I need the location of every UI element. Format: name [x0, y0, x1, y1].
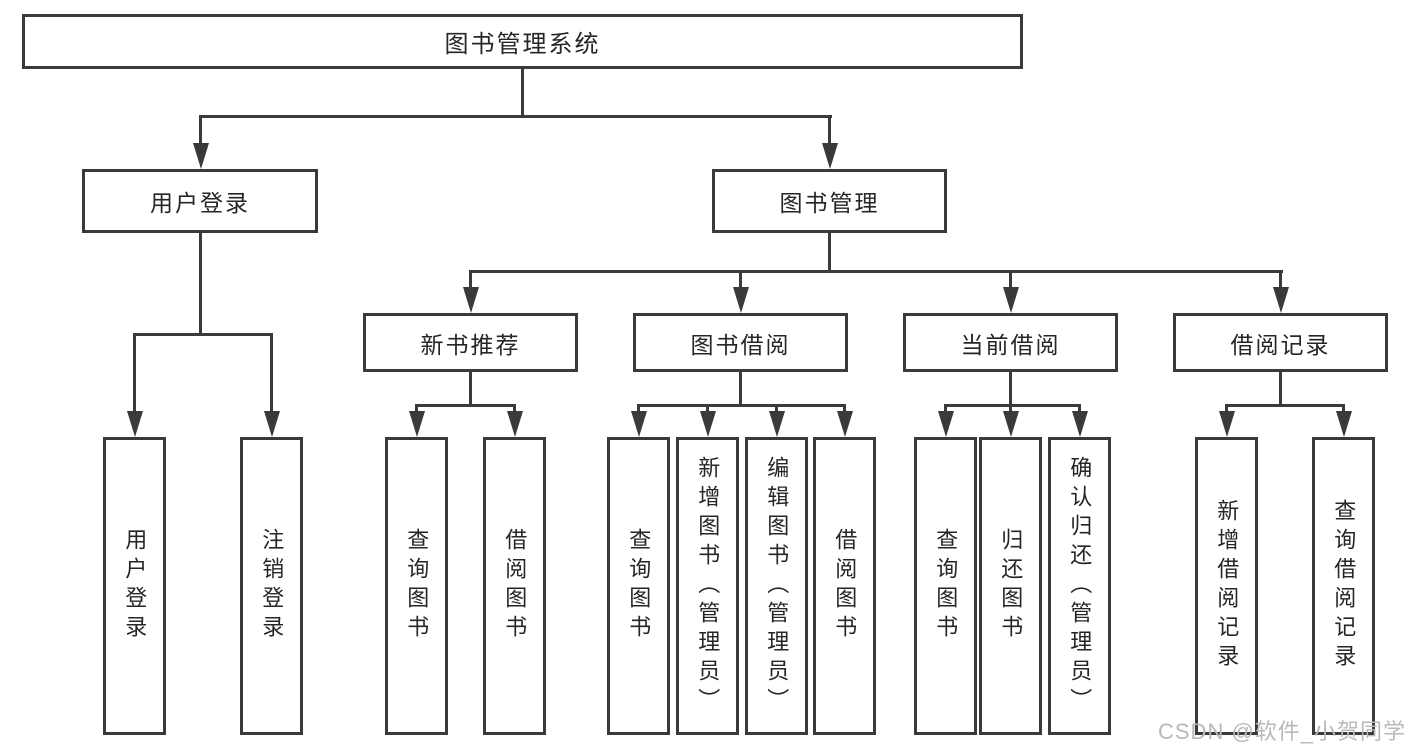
leaf-current-return-books: 归还图书 [979, 437, 1042, 735]
connector-line [1009, 270, 1012, 290]
leaf-newbooks-borrow-books: 借阅图书 [483, 437, 546, 735]
arrowhead-down-icon [507, 411, 523, 437]
connector-line [1342, 404, 1345, 416]
arrowhead-down-icon [1003, 287, 1019, 313]
connector-line [1225, 404, 1345, 407]
arrowhead-down-icon [1072, 411, 1088, 437]
leaf-records-add-record: 新增借阅记录 [1195, 437, 1258, 735]
connector-line [469, 372, 472, 407]
leaf-current-confirm-return-admin: 确认归还（管理员） [1048, 437, 1111, 735]
arrowhead-down-icon [700, 411, 716, 437]
connector-line [739, 372, 742, 407]
csdn-watermark: CSDN @软件_小贺同学 [1158, 719, 1405, 744]
connector-line [469, 270, 1283, 273]
connector-line [1078, 404, 1081, 416]
arrowhead-down-icon [631, 411, 647, 437]
connector-line [415, 404, 418, 416]
arrowhead-down-icon [1219, 411, 1235, 437]
leaf-logout: 注销登录 [240, 437, 303, 735]
connector-line [637, 404, 846, 407]
node-current-borrowing: 当前借阅 [903, 313, 1118, 372]
connector-line [1009, 372, 1012, 407]
leaf-records-query-record: 查询借阅记录 [1312, 437, 1375, 735]
connector-line [415, 404, 516, 407]
leaf-current-query-books: 查询图书 [914, 437, 977, 735]
node-book-borrowing: 图书借阅 [633, 313, 848, 372]
arrowhead-down-icon [1003, 411, 1019, 437]
connector-line [706, 404, 709, 416]
connector-line [944, 404, 947, 416]
arrowhead-down-icon [837, 411, 853, 437]
connector-line [199, 115, 202, 145]
arrowhead-down-icon [822, 143, 838, 169]
connector-line [828, 233, 831, 273]
node-new-book-recommend: 新书推荐 [363, 313, 578, 372]
arrowhead-down-icon [938, 411, 954, 437]
connector-line [1009, 404, 1012, 416]
connector-line [133, 333, 136, 413]
leaf-borrowing-edit-books-admin: 编辑图书（管理员） [745, 437, 808, 735]
connector-line [133, 333, 273, 336]
node-root-library-system: 图书管理系统 [22, 14, 1023, 69]
connector-line [513, 404, 516, 416]
connector-line [775, 404, 778, 416]
connector-line [1225, 404, 1228, 416]
arrowhead-down-icon [463, 287, 479, 313]
leaf-user-login: 用户登录 [103, 437, 166, 735]
arrowhead-down-icon [409, 411, 425, 437]
leaf-borrowing-borrow-books: 借阅图书 [813, 437, 876, 735]
connector-line [199, 115, 832, 118]
arrowhead-down-icon [1273, 287, 1289, 313]
leaf-newbooks-query-books: 查询图书 [385, 437, 448, 735]
connector-line [1279, 372, 1282, 407]
connector-line [739, 270, 742, 290]
connector-line [199, 233, 202, 335]
node-user-login: 用户登录 [82, 169, 318, 233]
arrowhead-down-icon [1336, 411, 1352, 437]
leaf-borrowing-query-books: 查询图书 [607, 437, 670, 735]
arrowhead-down-icon [127, 411, 143, 437]
arrowhead-down-icon [193, 143, 209, 169]
leaf-borrowing-add-books-admin: 新增图书（管理员） [676, 437, 739, 735]
connector-line [637, 404, 640, 416]
connector-line [828, 115, 831, 145]
connector-line [843, 404, 846, 416]
node-borrowing-records: 借阅记录 [1173, 313, 1388, 372]
connector-line [1279, 270, 1282, 290]
arrowhead-down-icon [264, 411, 280, 437]
connector-line [944, 404, 1081, 407]
connector-line [270, 333, 273, 413]
arrowhead-down-icon [769, 411, 785, 437]
connector-line [469, 270, 472, 290]
connector-line [521, 69, 524, 117]
node-book-management: 图书管理 [712, 169, 947, 233]
arrowhead-down-icon [733, 287, 749, 313]
